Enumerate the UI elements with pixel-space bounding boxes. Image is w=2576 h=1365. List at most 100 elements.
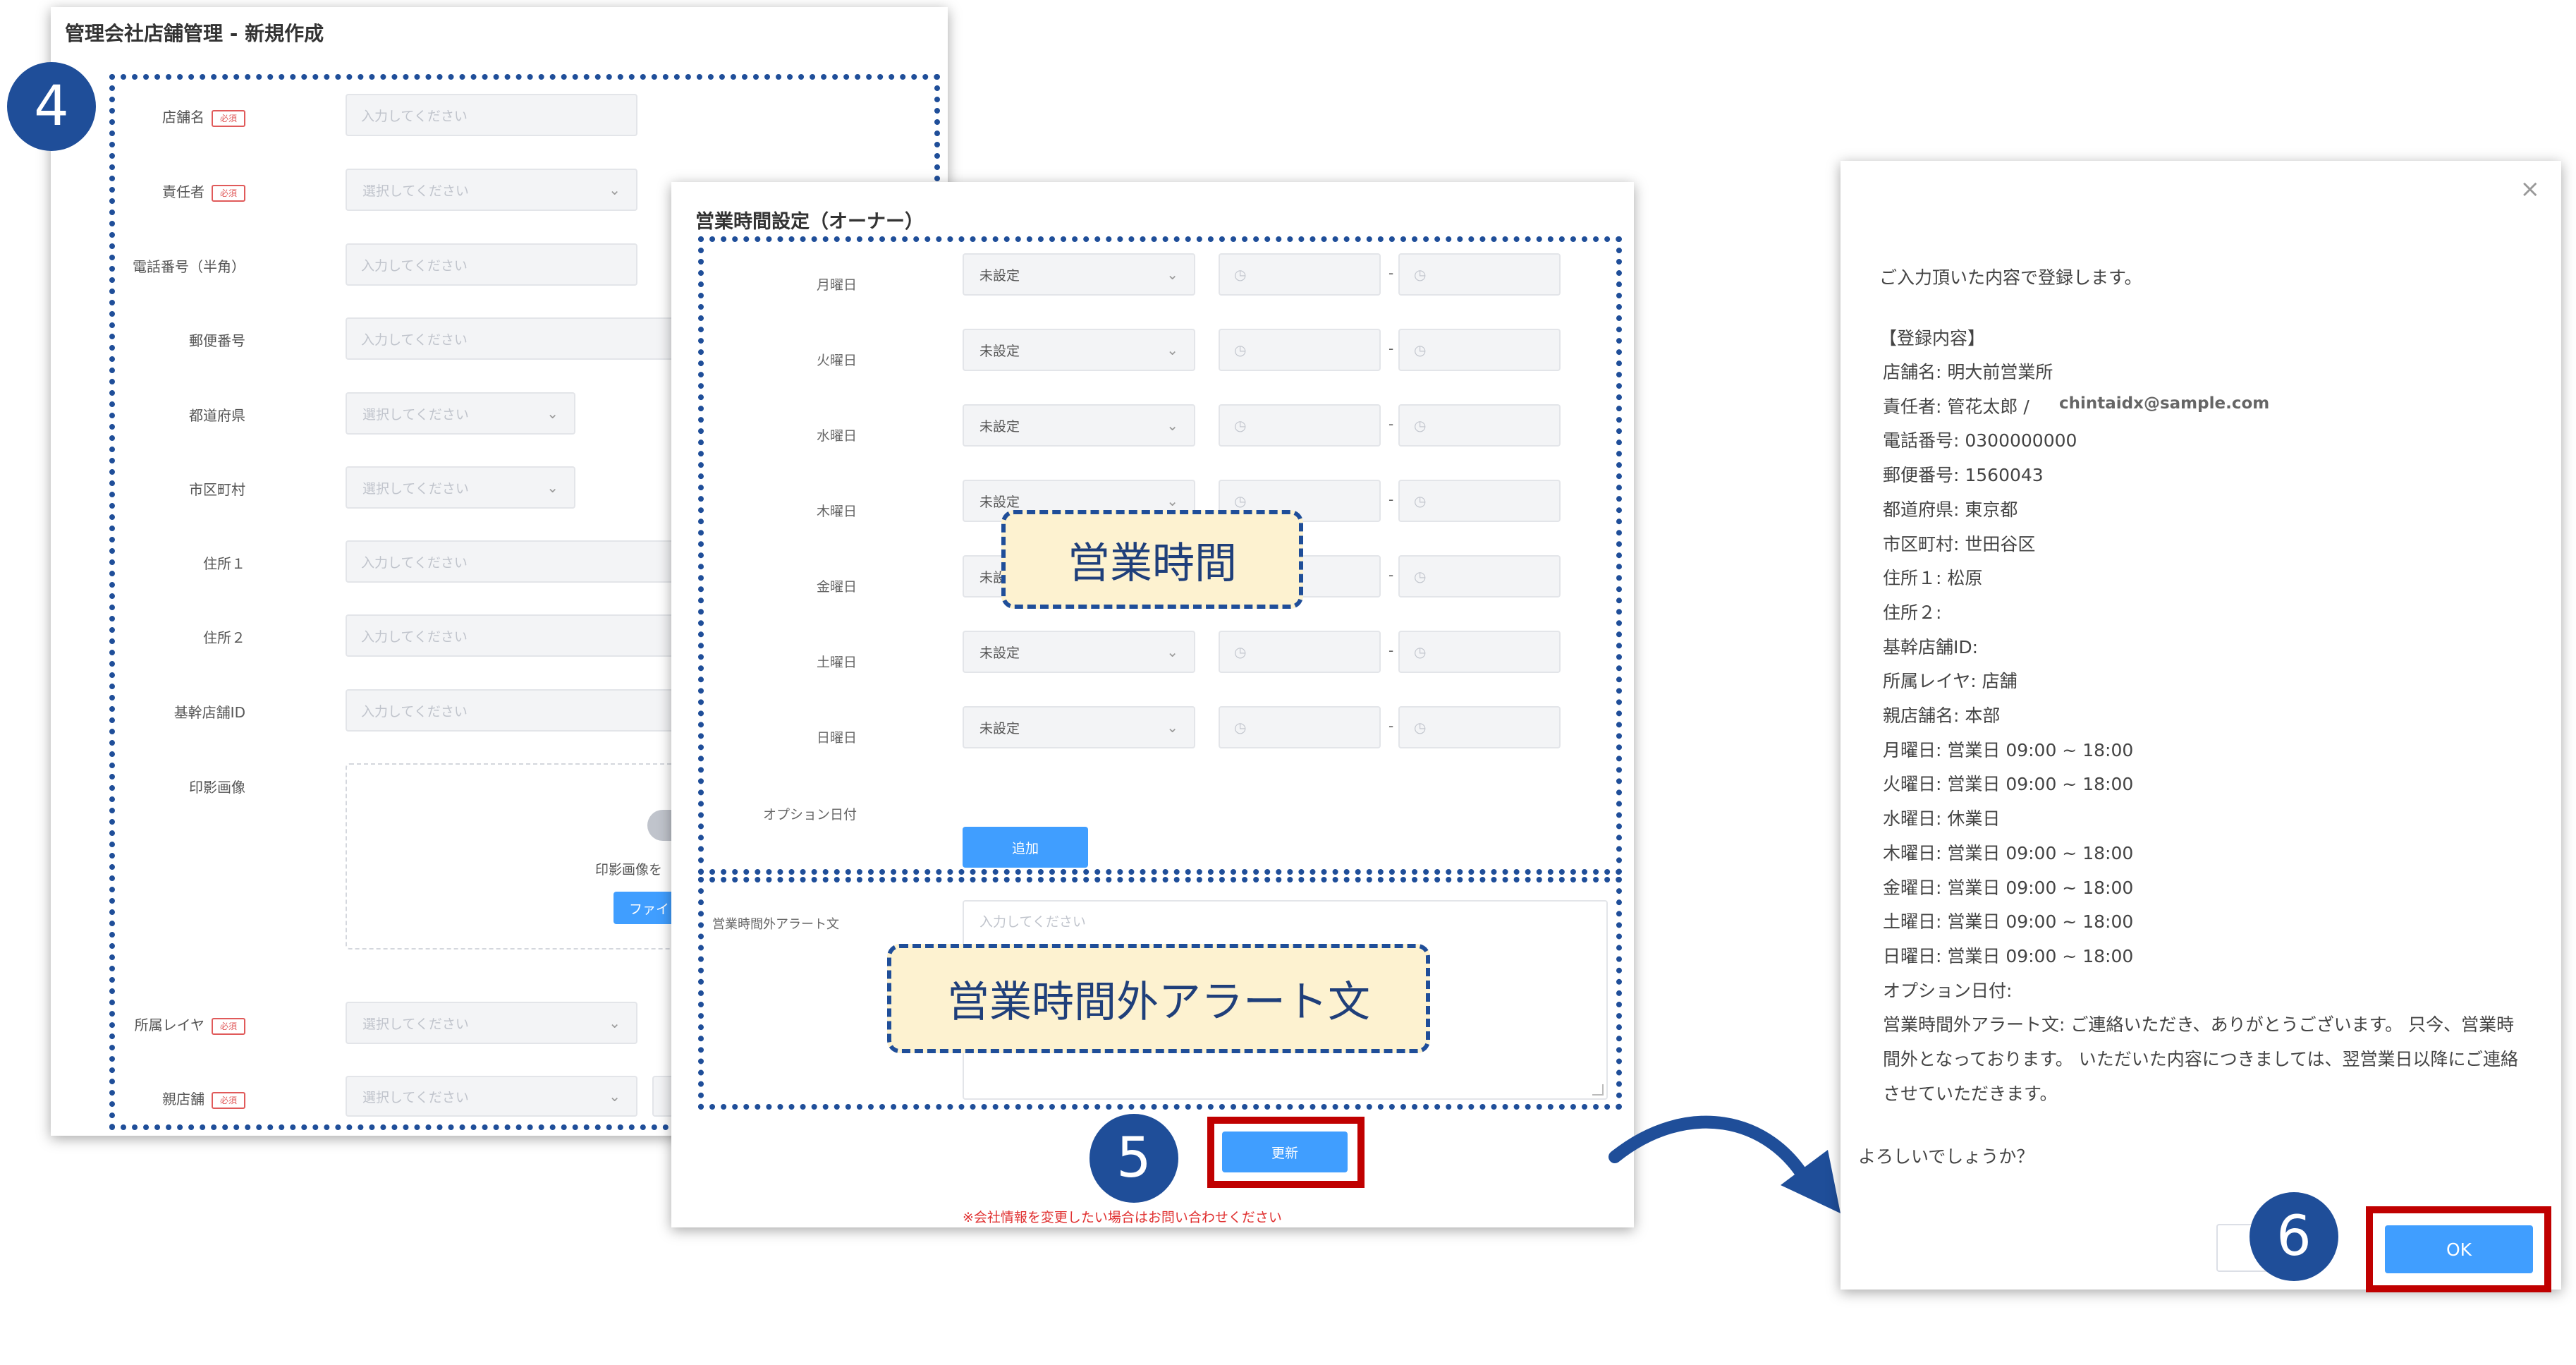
manager-email: chintaidx@sample.com bbox=[2059, 394, 2270, 413]
end-time-picker[interactable]: ◷ bbox=[1398, 480, 1561, 522]
day-status-select[interactable]: 未設定⌄ bbox=[963, 631, 1195, 673]
clock-icon: ◷ bbox=[1414, 266, 1427, 283]
label-phone: 電話番号（半角） bbox=[133, 258, 245, 275]
day-status-select[interactable]: 未設定⌄ bbox=[963, 706, 1195, 748]
confirm-line: 住所１: 松原 bbox=[1883, 568, 1983, 588]
confirm-section-title: 【登録内容】 bbox=[1879, 328, 1986, 348]
end-time-picker[interactable]: ◷ bbox=[1398, 631, 1561, 673]
end-time-picker[interactable]: ◷ bbox=[1398, 329, 1561, 371]
confirm-line: 日曜日: 営業日 09:00 ~ 18:00 bbox=[1883, 946, 2134, 966]
ok-button-highlight bbox=[2366, 1206, 2551, 1292]
day-label: 金曜日 bbox=[816, 579, 857, 595]
day-label: 土曜日 bbox=[816, 655, 857, 670]
address2-input[interactable]: 入力してください bbox=[346, 614, 677, 657]
layer-select[interactable]: 選択してください⌄ bbox=[346, 1002, 637, 1044]
chevron-down-icon: ⌄ bbox=[1166, 492, 1178, 509]
required-badge: 必須 bbox=[211, 184, 245, 202]
manager-select[interactable]: 選択してください⌄ bbox=[346, 169, 637, 211]
postal-input[interactable]: 入力してください bbox=[346, 317, 677, 360]
start-time-picker[interactable]: ◷ bbox=[1219, 253, 1381, 296]
parent-store-select[interactable]: 選択してください⌄ bbox=[346, 1076, 637, 1117]
clock-icon: ◷ bbox=[1414, 492, 1427, 509]
end-time-picker[interactable]: ◷ bbox=[1398, 253, 1561, 296]
start-time-picker[interactable]: ◷ bbox=[1219, 329, 1381, 371]
phone-input[interactable]: 入力してください bbox=[346, 243, 637, 286]
confirm-question: よろしいでしょうか？ bbox=[1858, 1146, 2034, 1167]
alert-text-label: 営業時間外アラート文 bbox=[712, 917, 839, 932]
chevron-down-icon: ⌄ bbox=[547, 405, 558, 422]
city-select[interactable]: 選択してください⌄ bbox=[346, 466, 575, 509]
alert-text-highlight bbox=[698, 877, 1622, 1110]
day-label: 火曜日 bbox=[816, 353, 857, 368]
confirm-line: 木曜日: 営業日 09:00 ~ 18:00 bbox=[1883, 843, 2134, 863]
chevron-down-icon: ⌄ bbox=[609, 1014, 621, 1031]
chevron-down-icon: ⌄ bbox=[547, 479, 558, 496]
resize-handle-icon[interactable] bbox=[1592, 1084, 1604, 1096]
required-badge: 必須 bbox=[211, 1017, 245, 1035]
chevron-down-icon: ⌄ bbox=[609, 1088, 621, 1105]
core-store-id-input[interactable]: 入力してください bbox=[346, 689, 677, 732]
time-separator: - bbox=[1388, 415, 1394, 432]
update-button-highlight bbox=[1207, 1117, 1365, 1188]
label-manager: 責任者必須 bbox=[162, 181, 245, 202]
clock-icon: ◷ bbox=[1414, 719, 1427, 736]
add-option-date-button[interactable]: 追加 bbox=[963, 827, 1088, 868]
confirm-line: 親店舗名: 本部 bbox=[1883, 705, 2001, 726]
start-time-picker[interactable]: ◷ bbox=[1219, 404, 1381, 447]
time-separator: - bbox=[1388, 566, 1394, 583]
day-status-select[interactable]: 未設定⌄ bbox=[963, 404, 1195, 447]
chevron-down-icon: ⌄ bbox=[1166, 719, 1178, 736]
label-city: 市区町村 bbox=[189, 481, 245, 498]
confirm-line: 間外となっております。 いただいた内容につきましては、翌営業日以降にご連絡 bbox=[1883, 1049, 2518, 1069]
end-time-picker[interactable]: ◷ bbox=[1398, 555, 1561, 597]
chevron-down-icon: ⌄ bbox=[1166, 266, 1178, 283]
time-separator: - bbox=[1388, 642, 1394, 659]
clock-icon: ◷ bbox=[1234, 341, 1247, 358]
day-label: 月曜日 bbox=[816, 277, 857, 293]
time-separator: - bbox=[1388, 717, 1394, 734]
label-address1: 住所１ bbox=[203, 555, 245, 572]
day-label: 日曜日 bbox=[816, 730, 857, 746]
ok-button[interactable]: OK bbox=[2385, 1225, 2533, 1273]
confirm-line: 月曜日: 営業日 09:00 ~ 18:00 bbox=[1883, 740, 2134, 760]
clock-icon: ◷ bbox=[1234, 492, 1247, 509]
confirm-line: 基幹店舗ID: bbox=[1883, 637, 1979, 657]
step-5-badge: 5 bbox=[1089, 1114, 1178, 1203]
confirm-intro: ご入力頂いた内容で登録します。 bbox=[1879, 267, 2142, 288]
confirm-dialog: × bbox=[1841, 161, 2561, 1290]
confirm-line: 郵便番号: 1560043 bbox=[1883, 465, 2044, 485]
day-label: 水曜日 bbox=[816, 428, 857, 444]
confirm-line: 住所２: bbox=[1883, 602, 1942, 623]
start-time-picker[interactable]: ◷ bbox=[1219, 706, 1381, 748]
prefecture-select[interactable]: 選択してください⌄ bbox=[346, 392, 575, 435]
label-seal-image: 印影画像 bbox=[189, 779, 245, 796]
end-time-picker[interactable]: ◷ bbox=[1398, 404, 1561, 447]
time-separator: - bbox=[1388, 340, 1394, 357]
upload-text: 印影画像を bbox=[595, 862, 663, 878]
step-4-badge: 4 bbox=[7, 62, 96, 151]
clock-icon: ◷ bbox=[1414, 643, 1427, 660]
start-time-picker[interactable]: ◷ bbox=[1219, 631, 1381, 673]
day-status-select[interactable]: 未設定⌄ bbox=[963, 253, 1195, 296]
label-layer: 所属レイヤ必須 bbox=[135, 1014, 245, 1035]
contact-notice: ※会社情報を変更したい場合はお問い合わせください bbox=[963, 1210, 1282, 1225]
label-store-name: 店舗名必須 bbox=[162, 106, 245, 127]
end-time-picker[interactable]: ◷ bbox=[1398, 706, 1561, 748]
store-name-input[interactable]: 入力してください bbox=[346, 94, 637, 136]
confirm-line: 都道府県: 東京都 bbox=[1883, 499, 2018, 520]
confirm-line: 責任者: 管花太郎 / bbox=[1883, 396, 2029, 417]
update-button[interactable]: 更新 bbox=[1222, 1132, 1348, 1172]
label-address2: 住所２ bbox=[203, 629, 245, 646]
clock-icon: ◷ bbox=[1414, 417, 1427, 434]
confirm-line: 所属レイヤ: 店舗 bbox=[1883, 671, 2018, 691]
confirm-line: 電話番号: 0300000000 bbox=[1883, 430, 2077, 451]
close-icon[interactable]: × bbox=[2520, 175, 2541, 203]
chevron-down-icon: ⌄ bbox=[1166, 417, 1178, 434]
confirm-line: させていただきます。 bbox=[1883, 1084, 2058, 1104]
clock-icon: ◷ bbox=[1414, 568, 1427, 585]
confirm-line: 水曜日: 休業日 bbox=[1883, 808, 2001, 829]
confirm-line: 土曜日: 営業日 09:00 ~ 18:00 bbox=[1883, 911, 2134, 932]
flow-arrow-icon bbox=[1609, 1115, 1841, 1213]
address1-input[interactable]: 入力してください bbox=[346, 540, 677, 583]
day-status-select[interactable]: 未設定⌄ bbox=[963, 329, 1195, 371]
